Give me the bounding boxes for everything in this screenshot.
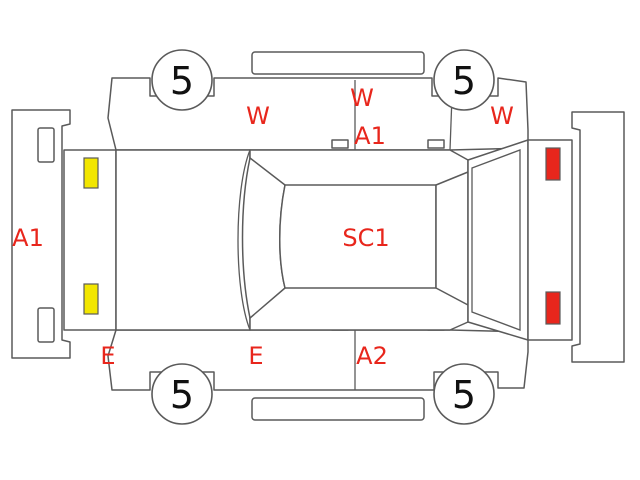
rear-bumper (571, 111, 625, 363)
code-lower-front-fender: E (100, 342, 115, 370)
upper-rear-door-handle (427, 139, 445, 149)
windshield (241, 157, 286, 319)
tire-tread-rear-right: 5 (452, 373, 476, 417)
code-upper-rear-door: A1 (354, 122, 386, 150)
trunk-inner-line (471, 149, 521, 331)
code-lower-front-door: E (248, 342, 263, 370)
code-front-bumper: A1 (12, 224, 44, 252)
roof-panel (279, 184, 437, 289)
hood (115, 149, 251, 331)
wheel-rear-right (433, 363, 495, 425)
rear-lamp-top (545, 147, 561, 181)
code-upper-roof-pillar: W (350, 84, 374, 112)
rear-window (435, 171, 469, 306)
wheel-front-left (151, 49, 213, 111)
wheel-front-right (151, 363, 213, 425)
front-lamp-bottom (83, 283, 99, 315)
front-bumper-vent-bottom (37, 307, 55, 343)
code-lower-rear-door: A2 (356, 342, 388, 370)
tire-tread-front-right: 5 (170, 373, 194, 417)
rear-lamp-bottom (545, 291, 561, 325)
trunk-lid (467, 139, 529, 341)
lower-roof-rail (251, 397, 425, 421)
windshield-curve (237, 149, 251, 331)
tire-tread-front-left: 5 (170, 59, 194, 103)
upper-roof-rail (251, 51, 425, 75)
code-upper-rear-quarter: W (490, 102, 514, 130)
upper-front-door-handle (331, 139, 349, 149)
front-bumper-vent-top (37, 127, 55, 163)
wheel-rear-left (433, 49, 495, 111)
front-lamp-top (83, 157, 99, 189)
front-bumper (11, 109, 71, 359)
code-upper-front-fender: W (246, 102, 270, 130)
code-roof: SC1 (342, 224, 389, 252)
tire-tread-rear-left: 5 (452, 59, 476, 103)
